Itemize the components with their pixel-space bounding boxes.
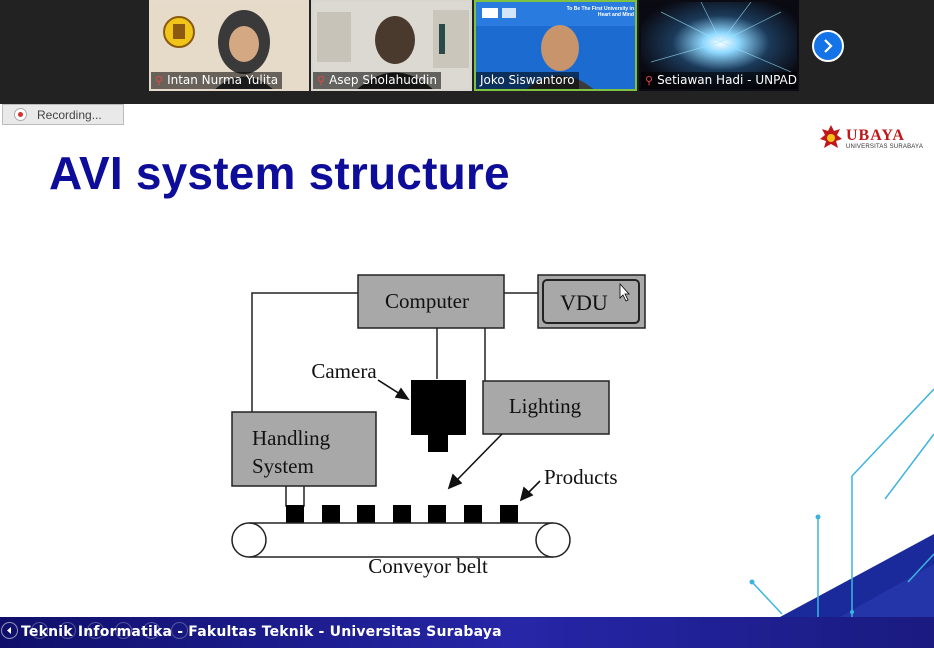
pen-tool-button[interactable] [31, 622, 48, 639]
logo-subtitle: UNIVERSITAS SURABAYA [846, 144, 924, 150]
participant-tile-active[interactable]: To Be The First University in Heart and … [474, 0, 637, 91]
product-item [286, 505, 304, 523]
computer-box [357, 274, 505, 329]
participant-name: ⚲Intan Nurma Yulita [151, 72, 283, 89]
banner-text: To Be The First University in Heart and … [566, 6, 634, 18]
camera-label: Camera [311, 359, 377, 383]
slide-title: AVI system structure [49, 147, 510, 199]
conveyor-label: Conveyor belt [368, 554, 488, 578]
participant-strip: ⚲Intan Nurma Yulita ⚲Asep Sholahuddin To… [0, 0, 934, 104]
handling-label-line1: Handling [252, 426, 331, 450]
slide-footer: Teknik Informatika - Fakultas Teknik - U… [0, 617, 934, 648]
product-item [322, 505, 340, 523]
wire-handling-computer [251, 292, 358, 412]
vdu-screen [542, 279, 640, 324]
logo-name: UBAYA [846, 127, 905, 144]
participant-name: Joko Siswantoro [476, 72, 579, 89]
muted-mic-icon: ⚲ [645, 74, 654, 87]
muted-mic-icon: ⚲ [317, 74, 326, 87]
zoom-button[interactable] [87, 622, 104, 639]
conveyor-roller-right [535, 522, 571, 558]
corner-decoration [749, 388, 934, 617]
ubaya-emblem-icon [820, 125, 842, 148]
muted-mic-icon: ⚲ [155, 74, 164, 87]
recording-indicator[interactable]: Recording... [2, 104, 124, 125]
lighting-label: Lighting [509, 394, 582, 418]
conveyor-roller-left [231, 522, 267, 558]
chevron-right-icon [824, 39, 833, 53]
shared-slide: AVI system structure UBAYA UNIVERSITAS S… [0, 104, 934, 617]
wire-handling-belt [285, 486, 305, 507]
footer-text: Teknik Informatika - Fakultas Teknik - U… [21, 624, 502, 640]
chevron-left-icon [7, 627, 11, 634]
camera-body [411, 380, 466, 435]
product-item [357, 505, 375, 523]
ubaya-logo: UBAYA UNIVERSITAS SURABAYA [818, 123, 923, 155]
camera-arrow [377, 379, 401, 395]
next-participants-button[interactable] [812, 30, 844, 62]
participant-name: ⚲Setiawan Hadi - UNPAD [641, 72, 797, 89]
product-item [393, 505, 411, 523]
products-label: Products [544, 465, 618, 489]
vdu-label: VDU [560, 290, 608, 315]
more-options-button[interactable] [115, 622, 132, 639]
lighting-box [482, 380, 610, 435]
handling-label-line2: System [252, 454, 314, 478]
camera-lens [428, 435, 448, 452]
lighting-arrow [455, 433, 503, 482]
recording-label: Recording... [37, 107, 102, 122]
next-slide-button[interactable] [143, 622, 160, 639]
product-item [464, 505, 482, 523]
mouse-cursor [619, 282, 630, 302]
handling-system-box [231, 411, 377, 487]
prev-slide-button[interactable] [1, 622, 18, 639]
participant-tile[interactable]: ⚲Setiawan Hadi - UNPAD [639, 0, 799, 91]
record-icon [14, 108, 27, 121]
avi-diagram: Computer VDU Camera Lighting Handling Sy… [231, 274, 934, 617]
product-item [500, 505, 518, 523]
slides-overview-button[interactable] [59, 622, 76, 639]
participant-name: ⚲Asep Sholahuddin [313, 72, 441, 89]
participant-tile[interactable]: ⚲Intan Nurma Yulita [149, 0, 309, 91]
end-show-button[interactable] [171, 622, 188, 639]
computer-label: Computer [385, 289, 469, 313]
product-item [428, 505, 446, 523]
participant-tile[interactable]: ⚲Asep Sholahuddin [311, 0, 472, 91]
